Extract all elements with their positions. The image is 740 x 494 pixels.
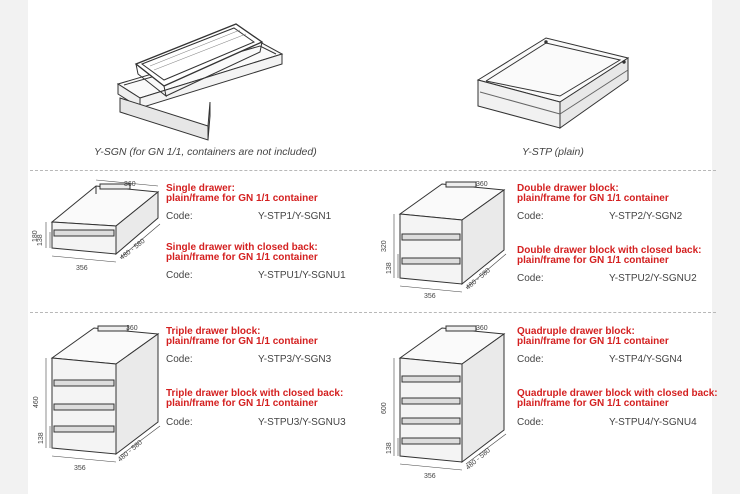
drawer-dim: 138 — [386, 442, 393, 454]
width-dim: 356 — [424, 473, 436, 480]
product-3b-code-value: Y-STPU3/Y-SGNU3 — [258, 417, 346, 428]
product-1-code-label: Code: — [166, 211, 193, 222]
height-dim: 600 — [381, 402, 388, 414]
height-dim: 320 — [381, 240, 388, 252]
product-2b-code-value: Y-STPU2/Y-SGNU2 — [609, 273, 697, 284]
product-1b-title-line2: plain/frame for GN 1/1 container — [166, 252, 318, 263]
left-margin — [0, 0, 28, 494]
product-3-code-label: Code: — [166, 354, 193, 365]
width-dim: 356 — [76, 265, 88, 272]
product-4b-code-label: Code: — [517, 417, 544, 428]
section-divider-1 — [30, 170, 716, 171]
section-divider-2 — [30, 312, 716, 313]
right-margin — [712, 0, 740, 494]
product-1b-title-line1: Single drawer with closed back: — [166, 242, 318, 253]
width-dim: 356 — [424, 293, 436, 300]
width-dim: 356 — [74, 465, 86, 472]
product-2-title-line2: plain/frame for GN 1/1 container — [517, 193, 669, 204]
product-3-code-value: Y-STP3/Y-SGN3 — [258, 354, 332, 365]
product-1-code-value: Y-STP1/Y-SGN1 — [258, 211, 332, 222]
product-3b-code-label: Code: — [166, 417, 193, 428]
height-dim: 460 — [33, 396, 40, 408]
drawer-with-gn-container-illustration — [116, 23, 284, 141]
drawer-dim: 138 — [38, 432, 45, 444]
depth-dim: 360 — [476, 181, 488, 188]
product-3-title-line1: Triple drawer block: — [166, 326, 261, 337]
product-4b-title-line2: plain/frame for GN 1/1 container — [517, 398, 669, 409]
drawer-dim: 138 — [37, 234, 44, 246]
product-4b-code-value: Y-STPU4/Y-SGNU4 — [609, 417, 697, 428]
product-2b-code-label: Code: — [517, 273, 544, 284]
depth-dim: 360 — [124, 181, 136, 188]
product-1b-code-label: Code: — [166, 270, 193, 281]
product-1-title-line2: plain/frame for GN 1/1 container — [166, 193, 318, 204]
product-1-title-line1: Single drawer: — [166, 183, 235, 194]
product-4b-title-line1: Quadruple drawer block with closed back: — [517, 388, 718, 399]
plain-drawer-illustration — [476, 37, 630, 129]
product-2-code-value: Y-STP2/Y-SGN2 — [609, 211, 683, 222]
product-2-title-line1: Double drawer block: — [517, 183, 619, 194]
double-drawer-technical-drawing: 360 320 138 356 480 - 580 — [381, 181, 507, 300]
product-2-code-label: Code: — [517, 211, 544, 222]
product-3-title-line2: plain/frame for GN 1/1 container — [166, 336, 318, 347]
product-3b-title-line2: plain/frame for GN 1/1 container — [166, 398, 318, 409]
top-left-caption: Y-SGN (for GN 1/1, containers are not in… — [94, 146, 317, 158]
depth-dim: 360 — [126, 325, 138, 332]
product-4-code-label: Code: — [517, 354, 544, 365]
height-dim: 180 — [32, 230, 39, 242]
product-1b-code-value: Y-STPU1/Y-SGNU1 — [258, 270, 346, 281]
drawer-dim: 138 — [386, 262, 393, 274]
product-4-title-line1: Quadruple drawer block: — [517, 326, 635, 337]
single-drawer-technical-drawing: 360 180 138 356 480 - 580 — [32, 179, 161, 272]
top-right-caption: Y-STP (plain) — [522, 146, 584, 158]
product-3b-title-line1: Triple drawer block with closed back: — [166, 388, 344, 399]
product-4-title-line2: plain/frame for GN 1/1 container — [517, 336, 669, 347]
depth-dim: 360 — [476, 325, 488, 332]
product-2b-title-line1: Double drawer block with closed back: — [517, 245, 702, 256]
quadruple-drawer-technical-drawing: 360 600 138 356 480 - 580 — [381, 325, 507, 480]
triple-drawer-technical-drawing: 360 460 138 356 480 - 580 — [33, 325, 161, 472]
product-4-code-value: Y-STP4/Y-SGN4 — [609, 354, 683, 365]
product-2b-title-line2: plain/frame for GN 1/1 container — [517, 255, 669, 266]
